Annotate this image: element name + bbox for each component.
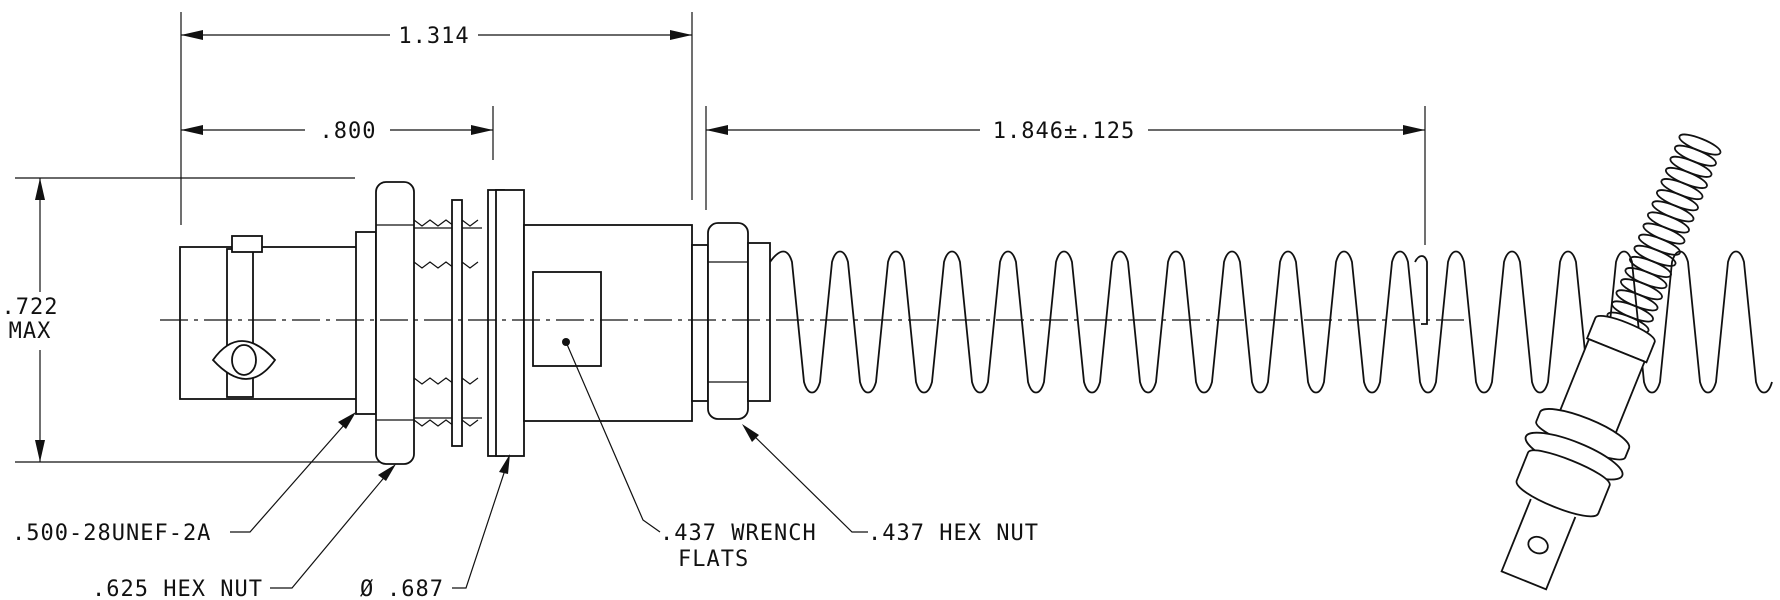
wrench-flats-label-line1: .437 WRENCH	[660, 521, 817, 546]
iso-hex-nut	[1585, 315, 1656, 364]
spring-length-label: 1.846±.125	[993, 119, 1135, 144]
thread-start	[355, 231, 377, 415]
dimension-body-length: .800	[181, 106, 494, 160]
isometric-view	[1500, 133, 1722, 591]
wrench-flats-label-line2: FLATS	[678, 547, 749, 572]
callout-hex-nut-small: .437 HEX NUT	[742, 424, 1039, 546]
callout-thread: .500-28UNEF-2A	[12, 412, 356, 546]
bayonet-pin-top	[231, 235, 263, 253]
spring-seat	[747, 242, 771, 402]
body-length-label: .800	[320, 119, 377, 144]
iso-spring	[1606, 133, 1722, 334]
hex-nut-small-label: .437 HEX NUT	[868, 521, 1039, 546]
hex-nut-small	[707, 222, 749, 420]
thread-callout-label: .500-28UNEF-2A	[12, 521, 211, 546]
dimension-spring-length: 1.846±.125	[705, 106, 1426, 245]
hex-nut-large	[375, 181, 415, 465]
iso-bayonet-pin	[1527, 535, 1549, 555]
dimension-overall-length: 1.314	[180, 12, 693, 225]
height-value-label: .722	[2, 295, 59, 320]
overall-length-label: 1.314	[398, 24, 469, 49]
lock-washer	[451, 199, 463, 447]
diameter-symbol: Ø	[360, 577, 374, 600]
iso-hex-nut-large	[1515, 449, 1611, 518]
dimension-height: .722 MAX	[2, 177, 385, 463]
connector-side-view	[179, 181, 1773, 465]
callout-wrench-flats: .437 WRENCH FLATS	[565, 341, 817, 572]
hex-nut-large-label: .625 HEX NUT	[92, 577, 263, 600]
callout-diameter: Ø .687	[360, 454, 510, 600]
bayonet-barrel	[179, 246, 359, 400]
diameter-value-label: .687	[387, 577, 444, 600]
bayonet-pin	[231, 344, 257, 376]
thread-teeth	[413, 219, 482, 427]
wrench-flats	[532, 271, 602, 367]
collar	[691, 244, 709, 402]
callout-hex-nut-large: .625 HEX NUT	[92, 464, 396, 600]
height-qualifier-label: MAX	[9, 319, 52, 344]
flange	[495, 189, 525, 457]
